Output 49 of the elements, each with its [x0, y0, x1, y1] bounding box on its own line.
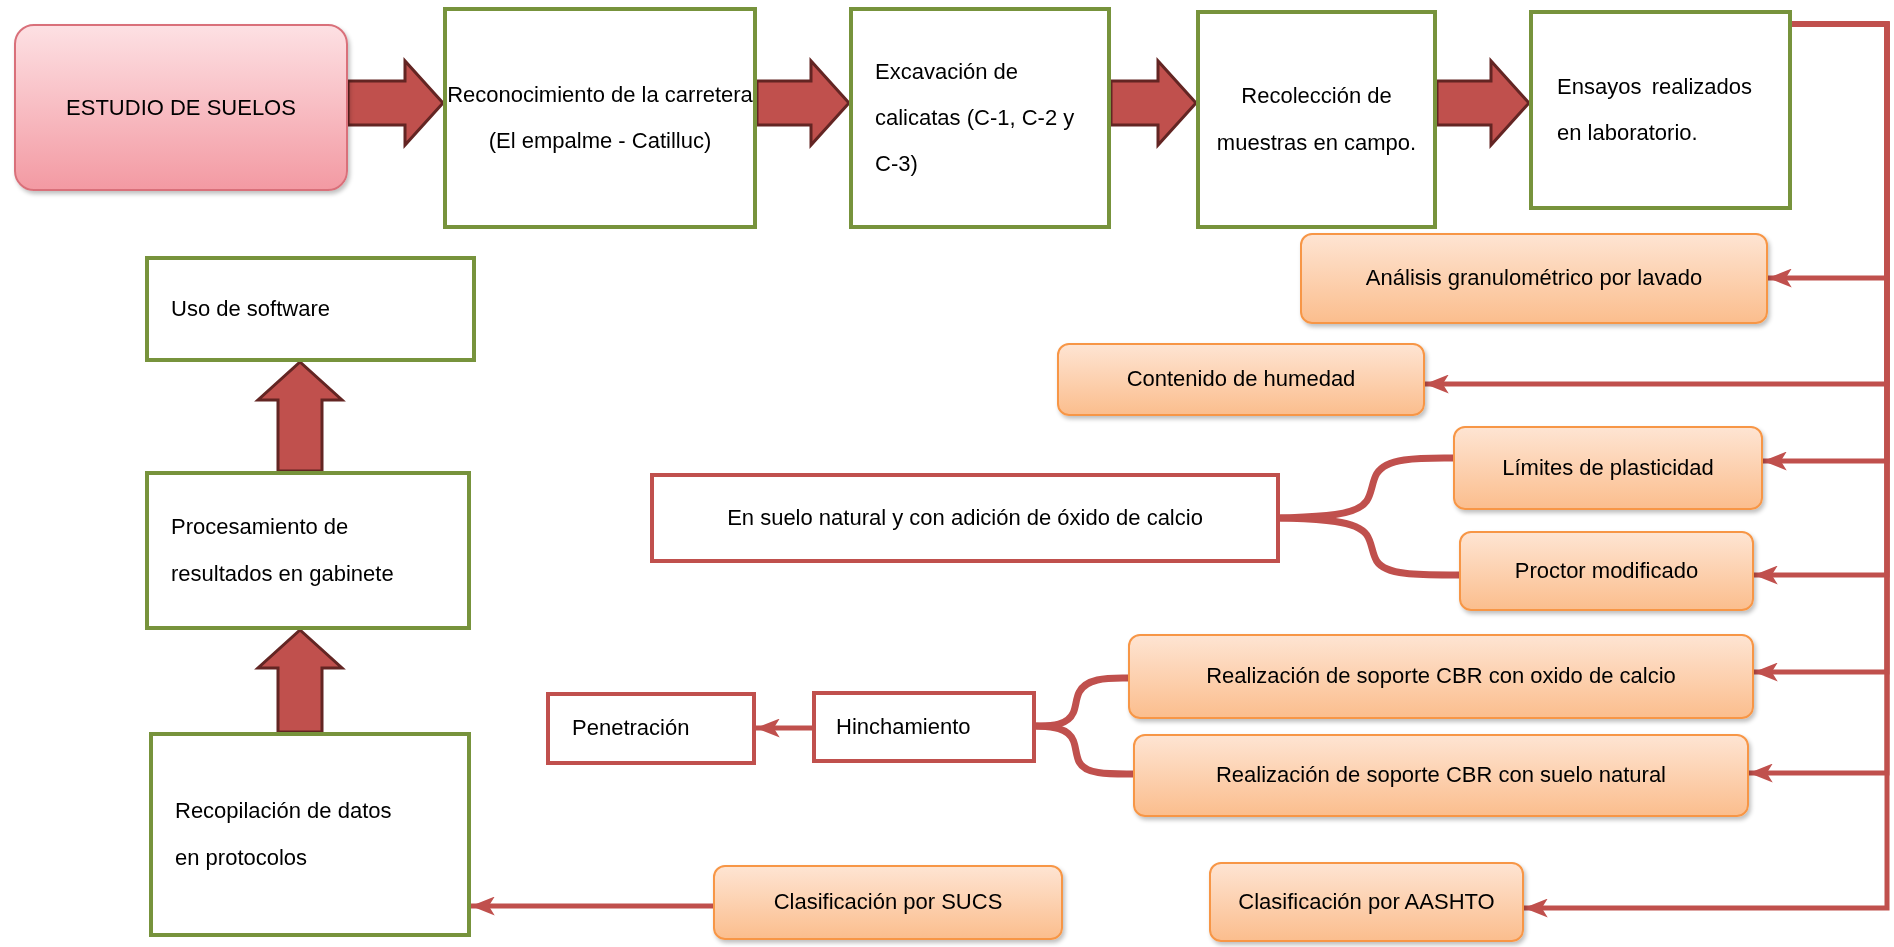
- node-label: Clasificación por SUCS: [772, 888, 1004, 917]
- arrow: [1524, 21, 1890, 918]
- node-label: ESTUDIO DE SUELOS: [65, 93, 297, 122]
- node-label: Uso de software: [171, 294, 331, 323]
- arrow: [471, 896, 713, 916]
- node-label: Realización de soporte CBR con suelo natural: [1214, 761, 1667, 790]
- test-box: [1209, 862, 1524, 942]
- block-arrow: [254, 627, 346, 734]
- block-arrow: [254, 359, 346, 473]
- start-box: [14, 24, 348, 191]
- node-label: En suelo natural y con adición de óxido de calcio: [726, 503, 1204, 532]
- test-box: [1057, 343, 1425, 416]
- block-arrow: [346, 57, 446, 149]
- test-box: [1459, 531, 1754, 611]
- node-label: Proctor modificado: [1513, 556, 1700, 585]
- test-box: [1133, 734, 1749, 817]
- node-label: Análisis granulométrico por lavado: [1364, 264, 1704, 293]
- brace-connector: [1035, 722, 1133, 778]
- node-label: Recopilación de datos en protocolos: [175, 797, 393, 872]
- process-box: [149, 732, 471, 937]
- arrow: [756, 718, 812, 738]
- process-box: [812, 691, 1036, 763]
- process-box: [145, 256, 476, 362]
- process-box: [650, 473, 1280, 563]
- block-arrow: [1109, 57, 1199, 149]
- test-box: [1453, 426, 1763, 510]
- brace-connector: [1279, 514, 1459, 579]
- node-label: Clasificación por AASHTO: [1237, 887, 1496, 916]
- block-arrow: [1435, 57, 1532, 149]
- node-label: Penetración: [572, 714, 691, 743]
- process-box: [849, 7, 1111, 229]
- test-box: [713, 865, 1063, 940]
- process-box: [1529, 10, 1792, 210]
- node-label: Recolección de muestras en campo.: [1215, 82, 1418, 157]
- test-box: [1128, 634, 1754, 719]
- node-label: Excavación de calicatas (C-1, C-2 y C-3): [875, 57, 1076, 179]
- node-label: Procesamiento de resultados en gabinete: [171, 513, 395, 588]
- process-box: [546, 692, 756, 765]
- process-box: [145, 471, 471, 630]
- process-box: [443, 7, 757, 229]
- node-label: Realización de soporte CBR con oxido de calcio: [1205, 662, 1677, 691]
- process-box: [1196, 10, 1437, 229]
- node-label: Hinchamiento: [836, 712, 972, 741]
- node-label: Ensayos realizados en laboratorio.: [1557, 72, 1752, 147]
- node-label: Contenido de humedad: [1125, 365, 1357, 394]
- node-label: Límites de plasticidad: [1501, 453, 1715, 482]
- block-arrow: [755, 57, 852, 149]
- node-label: Reconocimiento de la carretera (El empalme - Catilluc): [447, 80, 753, 155]
- test-box: [1300, 233, 1768, 324]
